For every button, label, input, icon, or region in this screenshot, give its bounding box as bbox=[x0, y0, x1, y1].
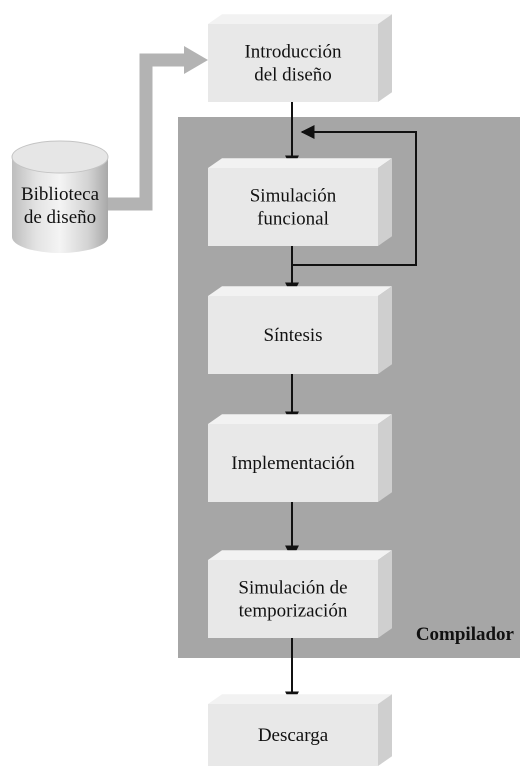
step-label-synth-line1: Síntesis bbox=[263, 325, 322, 346]
step-label-impl-line1: Implementación bbox=[231, 453, 355, 474]
box-front-face bbox=[208, 704, 378, 766]
step-box-download: Descarga bbox=[208, 694, 392, 766]
box-side-face bbox=[378, 550, 392, 638]
box-side-face bbox=[378, 286, 392, 374]
box-front-face bbox=[208, 560, 378, 638]
box-front-face bbox=[208, 24, 378, 102]
step-box-synth: Síntesis bbox=[208, 286, 392, 374]
box-top-face bbox=[208, 158, 392, 168]
box-top-face bbox=[208, 414, 392, 424]
design-library-cylinder: Biblioteca de diseño bbox=[11, 140, 109, 253]
box-front-face bbox=[208, 296, 378, 374]
step-label-intro-line1: Introducción bbox=[244, 42, 342, 63]
feedback-loop-arrow bbox=[292, 125, 417, 266]
step-label-timing-line2: temporización bbox=[239, 601, 348, 622]
library-label-line2: de diseño bbox=[24, 207, 96, 228]
step-label-funcsim-line2: funcional bbox=[257, 209, 329, 230]
box-side-face bbox=[378, 14, 392, 103]
box-top-face bbox=[208, 286, 392, 296]
compiler-label: Compilador bbox=[416, 624, 515, 645]
step-label-intro-line2: del diseño bbox=[254, 65, 332, 86]
box-top-face bbox=[208, 694, 392, 704]
step-label-funcsim-line1: Simulación bbox=[250, 186, 337, 207]
box-side-face bbox=[378, 158, 392, 246]
box-side-face bbox=[378, 694, 392, 766]
step-label-timing-line1: Simulación de bbox=[238, 578, 347, 599]
step-box-impl: Implementación bbox=[208, 414, 392, 502]
box-side-face bbox=[378, 414, 392, 502]
library-label-line1: Biblioteca bbox=[21, 184, 100, 205]
library-to-intro-arrow bbox=[108, 46, 208, 211]
flow-arrows bbox=[285, 102, 417, 706]
step-label-download-line1: Descarga bbox=[258, 725, 329, 746]
box-front-face bbox=[208, 168, 378, 246]
box-top-face bbox=[208, 14, 392, 24]
box-top-face bbox=[208, 550, 392, 560]
box-front-face bbox=[208, 424, 378, 502]
